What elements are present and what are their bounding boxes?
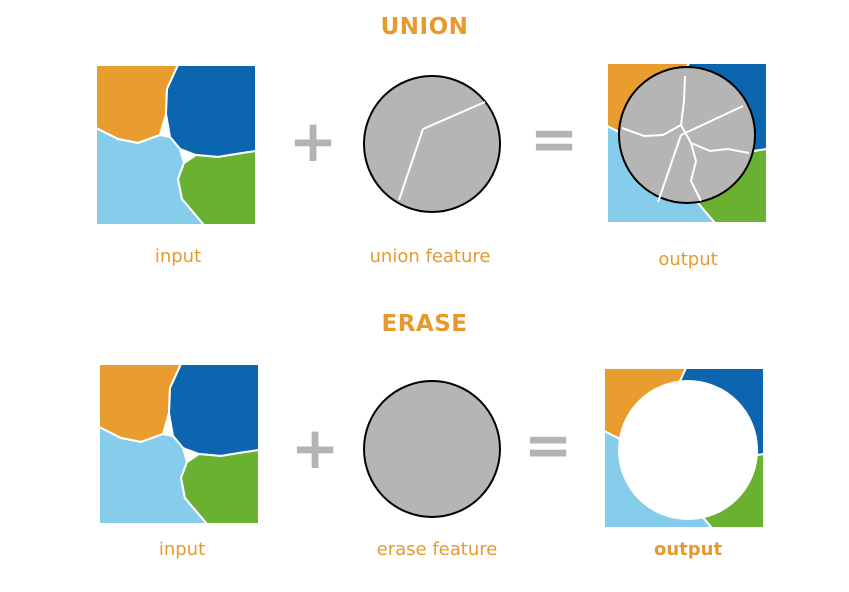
region-dark-blue xyxy=(168,363,260,457)
plus-operator: + xyxy=(288,107,338,175)
union-feature-circle xyxy=(363,75,501,213)
plus-operator: + xyxy=(290,414,340,482)
erase-feature-circle xyxy=(363,380,501,518)
erase-title: ERASE xyxy=(381,311,468,337)
erase-output-label: output xyxy=(653,539,723,560)
union-input-label: input xyxy=(154,246,202,267)
union-output-label: output xyxy=(658,249,718,270)
equals-operator: = xyxy=(529,105,579,173)
equals-operator: = xyxy=(523,411,573,479)
union-title: UNION xyxy=(380,14,469,40)
union-input-map xyxy=(95,64,257,226)
erase-output-map xyxy=(603,367,765,529)
erase-feature-label: erase feature xyxy=(376,539,498,560)
union-output-map xyxy=(606,62,768,224)
erase-input-label: input xyxy=(158,539,206,560)
erase-input-map xyxy=(98,363,260,525)
union-feature-label: union feature xyxy=(369,246,491,267)
region-dark-blue xyxy=(165,64,257,158)
